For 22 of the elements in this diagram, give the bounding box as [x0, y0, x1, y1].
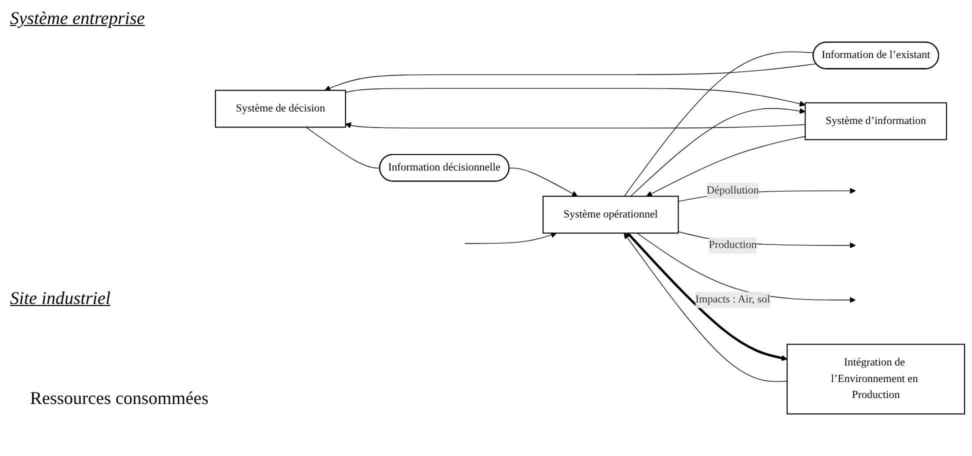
note-text: Ressources consommées [30, 388, 208, 409]
section-heading: Site industriel [10, 288, 110, 309]
node-box: Intégration de l’Environnement en Production [786, 344, 966, 414]
arrow [624, 232, 788, 382]
edge-label: Production [708, 239, 757, 251]
node-box: Système d’information [804, 102, 947, 140]
arrow [630, 108, 806, 197]
arrow [324, 63, 817, 92]
connector [624, 51, 814, 197]
arrow [646, 136, 806, 197]
arrow [508, 168, 578, 197]
section-heading: Système entreprise [10, 8, 145, 29]
node-box: Système de décision [214, 90, 346, 128]
node-box: Système opérationnel [542, 196, 679, 234]
arrow [626, 232, 788, 361]
arrow [464, 232, 557, 244]
connector [306, 126, 380, 168]
edge-label: Impacts : Air, sol [695, 294, 770, 306]
edge-label: Dépollution [706, 184, 759, 196]
arrow [345, 88, 806, 107]
arrow [636, 232, 856, 303]
arrow [345, 122, 806, 128]
